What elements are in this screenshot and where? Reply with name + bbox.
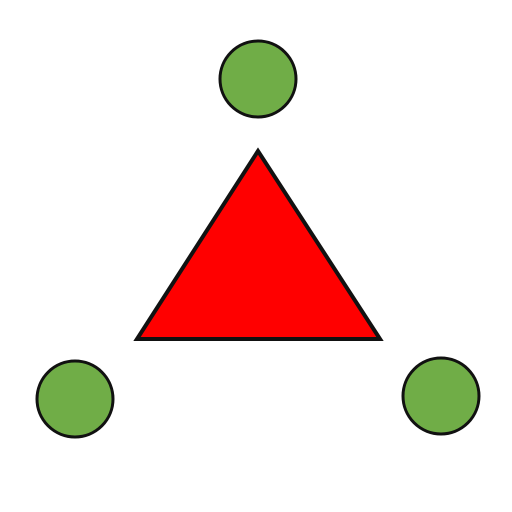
bottom-left-circle <box>35 359 115 439</box>
bottom-right-circle <box>401 356 481 436</box>
center-triangle <box>133 147 384 341</box>
top-circle <box>218 39 298 119</box>
